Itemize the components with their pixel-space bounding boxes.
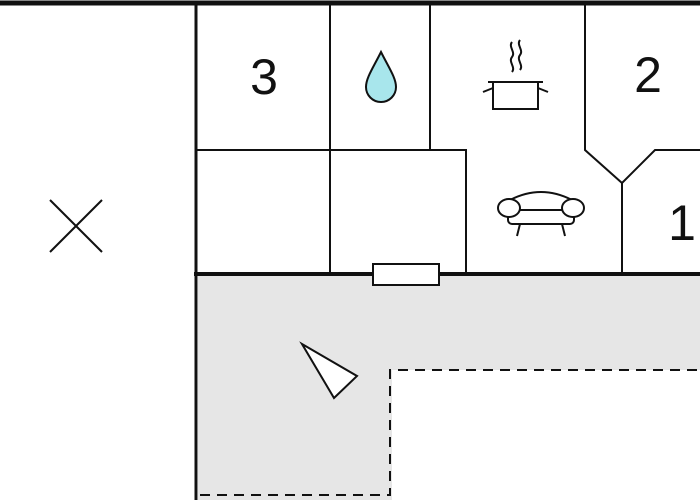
living-sofa-icon <box>497 191 585 237</box>
not-included-cross-icon <box>49 199 103 253</box>
terrace-arrow-icon <box>299 341 359 400</box>
room-label-3: 3 <box>250 49 278 105</box>
terrace-area <box>198 275 700 500</box>
kitchen-pot-icon <box>482 39 549 110</box>
door-window <box>372 263 440 286</box>
room-label-2: 2 <box>634 47 662 103</box>
room-label-1: 1 <box>668 195 696 251</box>
terrace-dashed-boundary <box>200 369 700 496</box>
bathroom-drop-icon <box>364 49 398 103</box>
